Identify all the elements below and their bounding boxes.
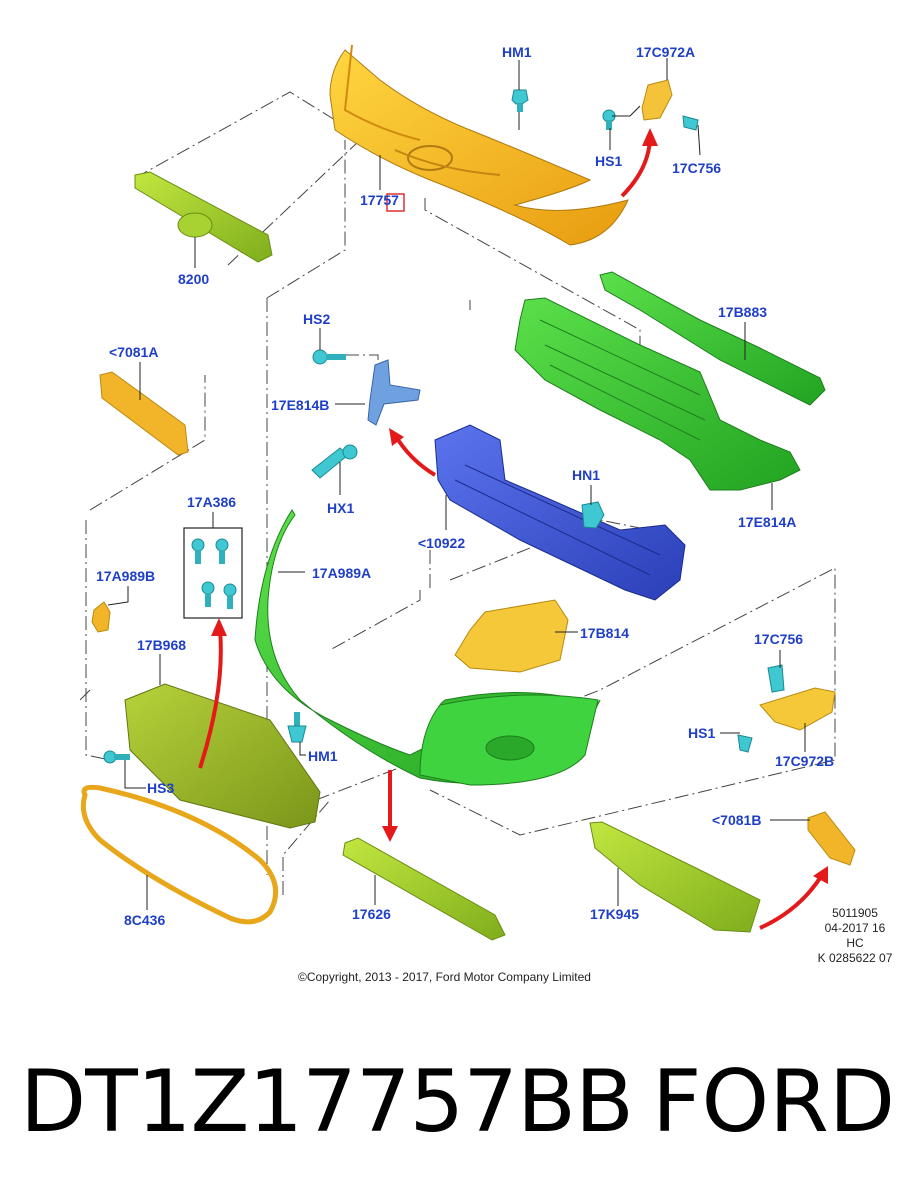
bracket-7081b	[807, 811, 856, 866]
label-17757: 17757	[360, 192, 399, 208]
label-17a989a: 17A989A	[312, 565, 372, 581]
bracket-17e814b	[367, 359, 421, 426]
screw-hs1-right	[737, 734, 753, 753]
label-hs3: HS3	[147, 780, 175, 796]
clip-17c756-right	[767, 664, 785, 693]
screw-hs1-top	[602, 109, 616, 130]
stamp-line: K 0285622 07	[817, 951, 893, 965]
frame-8c436	[80, 784, 279, 925]
label-17b883: 17B883	[718, 304, 768, 320]
label-7081a: <7081A	[109, 344, 159, 360]
grille-17k945	[589, 821, 761, 933]
nut-hn1	[581, 501, 605, 529]
label-8200: 8200	[178, 271, 210, 287]
label-hm1-top: HM1	[502, 44, 532, 60]
fastener-kit-17a386	[183, 527, 243, 619]
label-hn1: HN1	[572, 467, 601, 483]
label-hm1-bottom: HM1	[308, 748, 338, 764]
clip-hm1-top	[511, 89, 529, 112]
bracket-7081a	[99, 371, 189, 456]
label-hs2: HS2	[303, 311, 331, 327]
brand-name: FORD	[652, 1052, 896, 1152]
absorber-17b883	[599, 271, 826, 406]
label-17c972a: 17C972A	[636, 44, 696, 60]
bumper-cover-17757	[329, 44, 629, 246]
label-17626: 17626	[352, 906, 391, 922]
copyright-text: ©Copyright, 2013 - 2017, Ford Motor Comp…	[298, 970, 591, 984]
bolt-hx1	[311, 444, 358, 479]
label-10922: <10922	[418, 535, 466, 551]
grille-8200	[134, 171, 273, 263]
stamp-line: HC	[846, 936, 864, 950]
part-number: DT1Z17757BB	[20, 1052, 634, 1152]
label-hs1-right: HS1	[688, 725, 716, 741]
lower-grille-17b968	[124, 683, 321, 829]
label-17c756-top: 17C756	[672, 160, 722, 176]
clip-hm1-bottom	[287, 712, 307, 743]
stamp-line: 04-2017 16	[824, 921, 886, 935]
label-hs1-top: HS1	[595, 153, 623, 169]
label-17k945: 17K945	[590, 906, 640, 922]
label-hx1: HX1	[327, 500, 355, 516]
stamp-line: 5011905	[832, 906, 878, 920]
impact-bar-10922	[434, 424, 686, 601]
parts-diagram	[79, 44, 856, 941]
arrow-heads	[211, 128, 828, 884]
label-7081b: <7081B	[712, 812, 762, 828]
label-17b968: 17B968	[137, 637, 187, 653]
label-17c972b: 17C972B	[775, 753, 835, 769]
label-17a386: 17A386	[187, 494, 237, 510]
bracket-17b814	[454, 599, 569, 673]
screw-hs3	[103, 750, 130, 764]
label-17a989b: 17A989B	[96, 568, 156, 584]
label-17e814b: 17E814B	[271, 397, 330, 413]
screw-hs2	[312, 349, 346, 365]
bracket-17c972a	[641, 79, 673, 121]
label-17b814: 17B814	[580, 625, 630, 641]
strip-17626	[342, 837, 506, 941]
label-8c436: 8C436	[124, 912, 166, 928]
reinforcement-17e814a	[514, 297, 801, 491]
label-17c756-right: 17C756	[754, 631, 804, 647]
lower-cover-17a989a	[254, 509, 601, 786]
label-17e814a: 17E814A	[738, 514, 797, 530]
leader-lines	[107, 58, 810, 910]
bracket-17c972b	[759, 687, 836, 731]
cap-17a989b	[91, 601, 111, 633]
clip-17c756-top	[682, 115, 699, 131]
drawing-stamp: 5011905 04-2017 16 HC K 0285622 07	[800, 906, 910, 966]
